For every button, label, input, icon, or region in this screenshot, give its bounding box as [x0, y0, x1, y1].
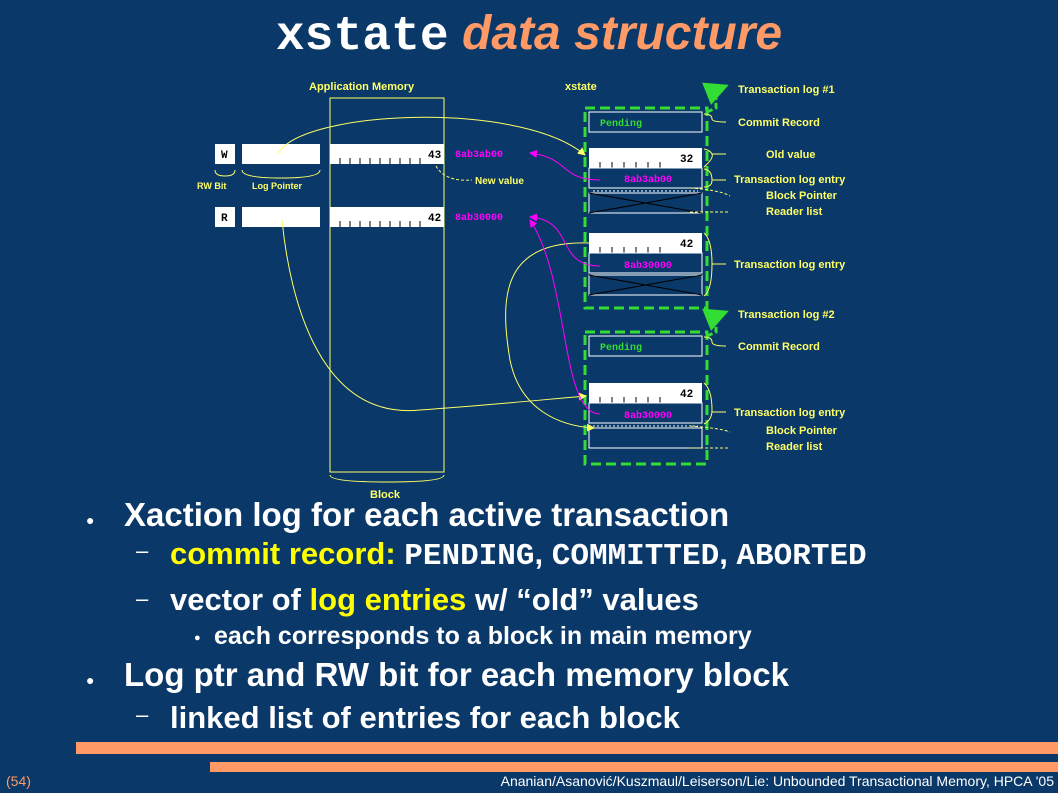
rw-bit-r-box [215, 207, 235, 227]
commit-record-2 [588, 335, 703, 357]
new-value-label: New value [475, 176, 524, 187]
state-aborted: ABORTED [736, 539, 867, 574]
memory-block-2 [330, 207, 444, 227]
state-committed: COMMITTED [551, 539, 720, 574]
pending-2: Pending [600, 342, 642, 354]
block1-value: 43 [428, 150, 442, 162]
log1-entry2-addr: 8ab30000 [624, 260, 672, 272]
xstate-diagram: Application Memory xstate Block 43 42 W … [197, 81, 846, 500]
footer-bar-lower [210, 762, 1058, 772]
log-chain-arrow [505, 242, 595, 432]
addr-label-2: 8ab30000 [455, 212, 503, 224]
bullet-1a: commit record: PENDING, COMMITTED, ABORT… [170, 536, 867, 574]
log1-val-42: 42 [680, 239, 693, 251]
label-entry1: Transaction log entry [734, 174, 846, 186]
log-pointer-label: Log Pointer [252, 181, 302, 191]
log-pointer-1-arrow [277, 116, 586, 156]
rw-bit-label: RW Bit [197, 181, 226, 191]
app-memory-column [329, 97, 445, 473]
block2-value: 42 [428, 213, 441, 225]
log1-entry1-addr: 8ab3ab00 [624, 174, 672, 186]
log2-entry-value [589, 383, 702, 403]
log1-entry2-value [589, 233, 702, 253]
bullet-1b-sub: each corresponds to a block in main memo… [214, 622, 752, 650]
block-brace [329, 474, 445, 483]
rw-bit-w-box [215, 144, 235, 164]
label-txlog2: Transaction log #2 [738, 309, 835, 321]
log2-entry-addr: 8ab30000 [624, 410, 672, 422]
pending-1: Pending [600, 118, 642, 130]
slide-number: (54) [6, 773, 31, 789]
label-entry2: Transaction log entry [734, 259, 846, 271]
bullet-2a: linked list of entries for each block [170, 700, 680, 735]
rw-bit-w: W [221, 150, 228, 162]
slide-title: xstate data structure [0, 4, 1058, 67]
bullet-1b: vector of log entries w/ “old” values [170, 582, 699, 617]
label-reader1: Reader list [766, 206, 823, 218]
log-pointer-2-arrow [281, 219, 587, 411]
label-commit2: Commit Record [738, 341, 820, 353]
log-pointer-1 [242, 144, 320, 164]
rw-bit-r: R [221, 213, 228, 225]
footer-citation: Ananian/Asanović/Kuszmaul/Leiserson/Lie:… [500, 773, 1054, 789]
state-pending: PENDING [404, 539, 535, 574]
label-txlog1: Transaction log #1 [738, 84, 835, 96]
log-entries-highlight: log entries [309, 582, 467, 617]
block-pointer-2 [529, 213, 601, 267]
log1-old-value [589, 148, 702, 168]
label-commit1: Commit Record [738, 117, 820, 129]
label-reader2: Reader list [766, 441, 823, 453]
app-memory-label: Application Memory [309, 81, 415, 93]
xstate-label: xstate [565, 81, 597, 93]
log-pointer-2 [242, 207, 320, 227]
log1-old-32: 32 [680, 154, 693, 166]
label-entry3: Transaction log entry [734, 407, 846, 419]
block-label: Block [370, 489, 401, 500]
label-old-value: Old value [766, 149, 816, 161]
title-mono: xstate [275, 10, 449, 64]
log2-val-42: 42 [680, 389, 693, 401]
bullet-2: Log ptr and RW bit for each memory block [124, 656, 789, 693]
footer-bar-upper [76, 742, 1058, 754]
block-pointer-1 [529, 149, 601, 181]
addr-label-1: 8ab3ab00 [455, 149, 503, 161]
label-block-ptr2: Block Pointer [766, 425, 838, 437]
commit-record-label: commit record: [170, 536, 396, 571]
label-block-ptr1: Block Pointer [766, 190, 838, 202]
bullet-1: Xaction log for each active transaction [124, 496, 730, 533]
block-pointer-3 [529, 219, 601, 415]
commit-record-1 [588, 111, 703, 133]
memory-block-1 [330, 144, 444, 164]
title-italic: data structure [462, 7, 783, 60]
transaction-log-1-box [583, 106, 709, 310]
